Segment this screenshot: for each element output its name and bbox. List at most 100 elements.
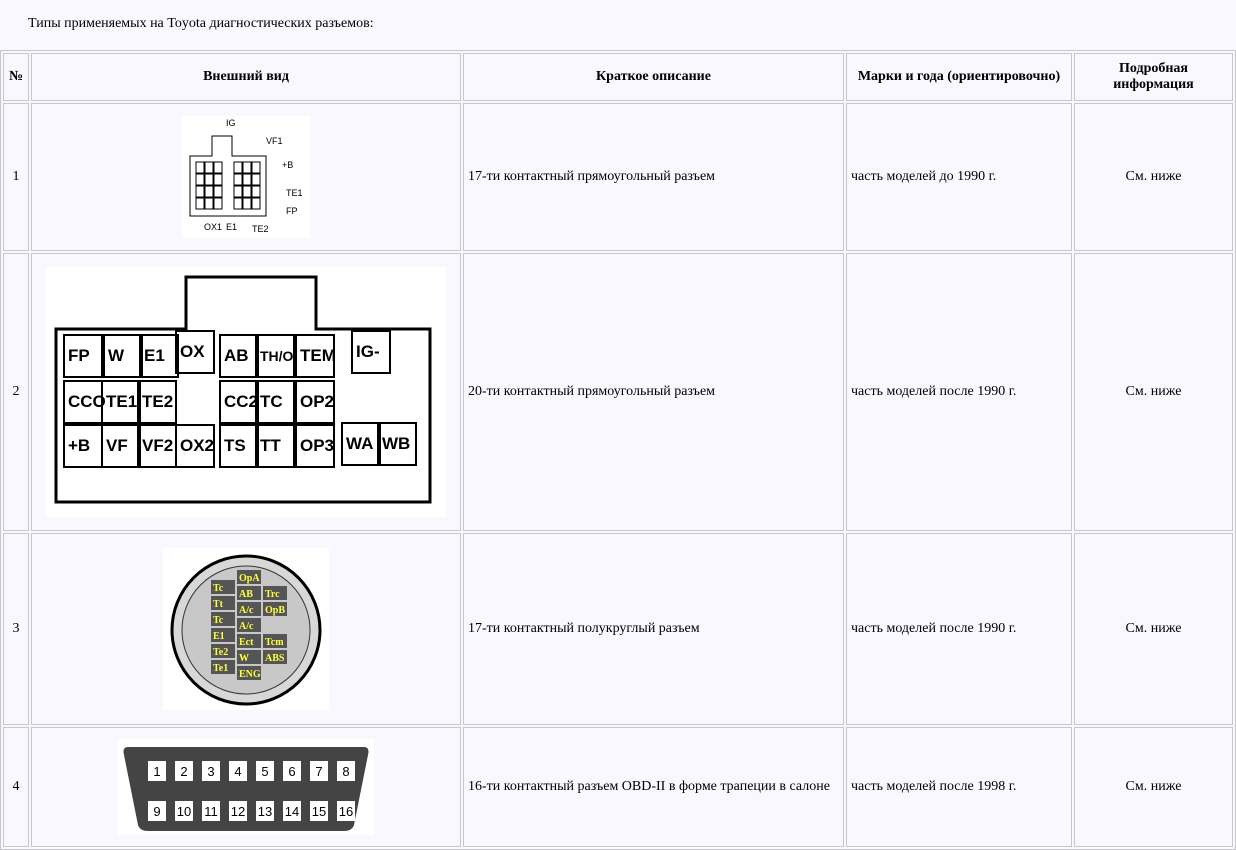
pin-label: TE2 bbox=[142, 392, 173, 411]
pin-cell bbox=[213, 185, 223, 198]
pin-label: W bbox=[108, 346, 125, 365]
pin-cell bbox=[341, 422, 381, 466]
pin-label: IG- bbox=[356, 342, 380, 361]
pin-cell bbox=[229, 761, 247, 781]
header-desc: Краткое описание bbox=[463, 53, 844, 101]
pin-label: 9 bbox=[153, 804, 160, 819]
pin-cell bbox=[237, 650, 261, 664]
pin-cell bbox=[211, 628, 235, 642]
pin-cell bbox=[251, 173, 261, 186]
pin-label: VF bbox=[106, 436, 128, 455]
pin-cell bbox=[211, 612, 235, 626]
row-marks: часть моделей до 1990 г. bbox=[846, 103, 1072, 251]
pin-label: Tc bbox=[213, 615, 224, 626]
row-desc: 17-ти контактный прямоугольный разъем bbox=[463, 103, 844, 251]
pin-cell bbox=[219, 380, 259, 424]
pin-label: VF2 bbox=[142, 436, 173, 455]
pin-label: 14 bbox=[285, 804, 299, 819]
pin-label: OX bbox=[180, 342, 205, 361]
pin-cell bbox=[195, 185, 205, 198]
pin-label: WB bbox=[382, 434, 410, 453]
connector-table: № Внешний вид Краткое описание Марки и г… bbox=[0, 50, 1236, 850]
header-marks: Марки и года (ориентировочно) bbox=[846, 53, 1072, 101]
pin-cell bbox=[242, 161, 252, 174]
pin-cell bbox=[295, 380, 335, 424]
pin-cell bbox=[256, 801, 274, 821]
pin-cell bbox=[204, 161, 214, 174]
row-num: 1 bbox=[3, 103, 29, 251]
pin-label: 3 bbox=[207, 764, 214, 779]
pin-label: Tc bbox=[213, 583, 224, 594]
pin-cell bbox=[219, 424, 259, 468]
pin-label: TT bbox=[260, 436, 281, 455]
pin-label: 7 bbox=[315, 764, 322, 779]
pin-cell bbox=[251, 185, 261, 198]
row-marks: часть моделей после 1990 г. bbox=[846, 253, 1072, 531]
header-info: Подробная информация bbox=[1074, 53, 1233, 101]
header-num: № bbox=[3, 53, 29, 101]
pin-cell bbox=[233, 185, 243, 198]
pin-label: E1 bbox=[144, 346, 165, 365]
pin-cell bbox=[195, 173, 205, 186]
pin-label: FP bbox=[286, 206, 298, 216]
pin-label: E1 bbox=[213, 631, 225, 642]
pin-cell bbox=[263, 602, 287, 616]
header-view: Внешний вид bbox=[31, 53, 461, 101]
pin-cell bbox=[251, 161, 261, 174]
pin-cell bbox=[310, 761, 328, 781]
pin-label: WA bbox=[346, 434, 373, 453]
pin-label: W bbox=[239, 653, 249, 664]
pin-cell bbox=[255, 334, 295, 378]
pin-label: Te2 bbox=[213, 647, 228, 658]
row-desc: 16-ти контактный разъем OBD-II в форме т… bbox=[463, 727, 844, 847]
row-desc: 20-ти контактный прямоугольный разъем bbox=[463, 253, 844, 531]
pin-label: TH/O bbox=[260, 348, 294, 364]
pin-cell bbox=[255, 424, 295, 468]
pin-label: TEM bbox=[300, 346, 336, 365]
row-num: 4 bbox=[3, 727, 29, 847]
pin-label: IG bbox=[226, 118, 236, 128]
row-info: См. ниже bbox=[1074, 727, 1233, 847]
row-marks: часть моделей после 1998 г. bbox=[846, 727, 1072, 847]
pin-label: OpA bbox=[239, 573, 260, 584]
pin-cell bbox=[229, 801, 247, 821]
pin-cell bbox=[195, 197, 205, 210]
pin-label: 15 bbox=[312, 804, 326, 819]
pin-label: +B bbox=[68, 436, 90, 455]
pin-label: CC2 bbox=[224, 392, 258, 411]
pin-label: TE1 bbox=[106, 392, 137, 411]
connector-17pin-round-image: TcTtTcE1Te2Te1OpAABA/cA/cEctWENGTrcOpBTc… bbox=[163, 548, 329, 710]
pin-label: ABS bbox=[265, 653, 285, 664]
pin-cell bbox=[237, 634, 261, 648]
pin-label: 13 bbox=[258, 804, 272, 819]
pin-cell bbox=[256, 761, 274, 781]
pin-cell bbox=[242, 173, 252, 186]
pin-cell bbox=[202, 801, 220, 821]
pin-cell bbox=[148, 801, 166, 821]
pin-label: CCO bbox=[68, 392, 106, 411]
pin-cell bbox=[263, 650, 287, 664]
pin-cell bbox=[213, 197, 223, 210]
pin-label: 11 bbox=[204, 804, 218, 819]
pin-label: +B bbox=[282, 160, 293, 170]
pin-cell bbox=[213, 173, 223, 186]
pin-label: VF1 bbox=[266, 136, 283, 146]
pin-cell bbox=[219, 334, 259, 378]
pin-cell bbox=[283, 801, 301, 821]
pin-label: A/c bbox=[239, 621, 254, 632]
pin-cell bbox=[175, 761, 193, 781]
pin-label: 8 bbox=[342, 764, 349, 779]
pin-label: 10 bbox=[177, 804, 191, 819]
pin-cell bbox=[233, 173, 243, 186]
pin-label: E1 bbox=[226, 222, 237, 232]
pin-label: Ect bbox=[239, 637, 254, 648]
pin-cell bbox=[237, 618, 261, 632]
pin-cell bbox=[255, 380, 295, 424]
pin-cell bbox=[204, 173, 214, 186]
pin-cell bbox=[195, 161, 205, 174]
pin-label: TC bbox=[260, 392, 283, 411]
